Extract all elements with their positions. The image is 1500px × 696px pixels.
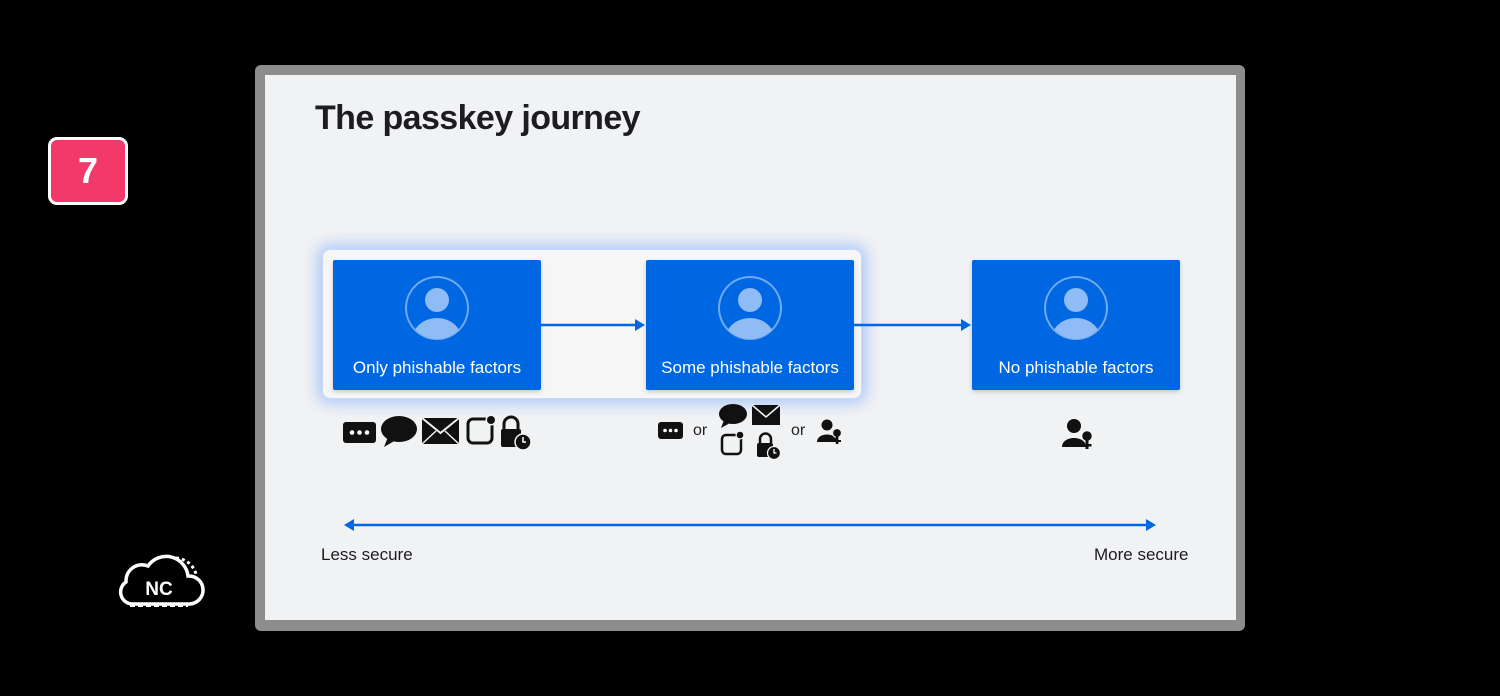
nc-cloud-logo: NC <box>118 554 205 607</box>
arrow-right-icon <box>854 319 971 331</box>
stage-box-only-phishable: Only phishable factors <box>333 260 541 390</box>
arrow-right-icon <box>541 319 645 331</box>
nc-logo-text: NC <box>145 579 173 600</box>
envelope-icon <box>751 404 781 425</box>
phishable-factor-icons <box>342 415 534 451</box>
more-secure-label: More secure <box>1094 545 1189 564</box>
password-dots-icon <box>658 419 684 443</box>
or-separator: or <box>791 422 806 439</box>
app-notification-icon <box>466 415 497 445</box>
less-secure-label: Less secure <box>321 545 413 564</box>
slide: The passkey journey Only phishable facto… <box>265 75 1236 620</box>
speech-bubble-icon <box>719 404 747 428</box>
user-avatar-icon <box>1044 276 1108 340</box>
lock-clock-icon <box>757 432 782 461</box>
user-key-icon <box>817 418 845 444</box>
user-key-icon <box>1062 418 1096 450</box>
app-notification-icon <box>720 430 745 456</box>
password-dots-icon <box>343 422 376 443</box>
lock-clock-icon <box>501 415 532 451</box>
user-avatar-icon <box>718 276 782 340</box>
security-scale-arrow <box>344 519 1156 531</box>
slide-title: The passkey journey <box>315 99 641 137</box>
or-separator: or <box>693 422 708 439</box>
user-avatar-icon <box>405 276 469 340</box>
stage-label: No phishable factors <box>998 358 1154 377</box>
stage-label: Some phishable factors <box>661 358 839 377</box>
slide-number-badge: 7 <box>48 137 128 205</box>
envelope-icon <box>421 417 460 445</box>
stage-label: Only phishable factors <box>352 358 522 377</box>
mixed-factor-icons <box>718 403 782 461</box>
stage-box-no-phishable: No phishable factors <box>972 260 1180 390</box>
stage-box-some-phishable: Some phishable factors <box>646 260 854 390</box>
speech-bubble-icon <box>381 416 417 447</box>
